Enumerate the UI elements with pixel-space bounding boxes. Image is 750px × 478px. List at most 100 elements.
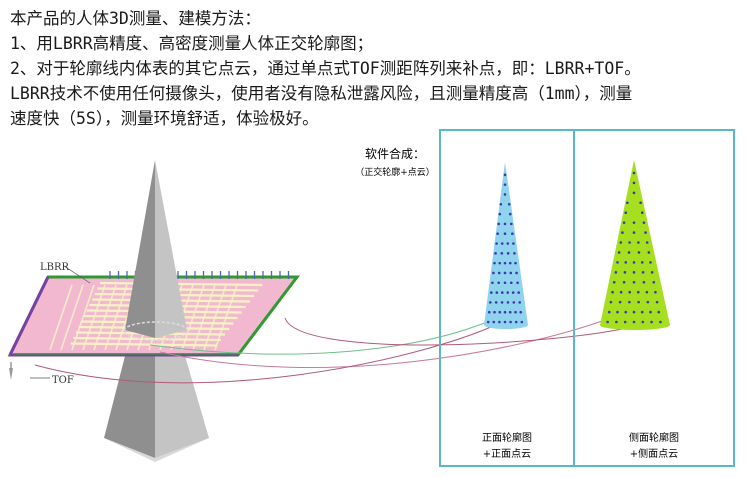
point-cloud-dot <box>503 173 507 177</box>
point-cloud-dot <box>607 310 611 314</box>
point-cloud-dot <box>500 252 504 255</box>
side-panel <box>573 129 735 467</box>
intro-heading: 本产品的人体3D测量、建模方法： <box>10 9 261 28</box>
point-cloud-dot <box>659 320 662 324</box>
point-cloud-dot <box>498 320 501 324</box>
body-cone-upper <box>123 160 189 341</box>
point-cloud-dot <box>621 231 624 234</box>
point-cloud-dot <box>509 271 513 275</box>
point-cloud-dot <box>628 290 632 294</box>
point-cloud-dot <box>506 252 510 255</box>
point-cloud-dot <box>622 280 626 284</box>
point-cloud-dot <box>615 320 618 324</box>
point-cloud-dot <box>495 291 499 294</box>
point-cloud-dot <box>616 261 619 264</box>
point-cloud-dot <box>508 212 512 216</box>
point-cloud-dot <box>637 300 640 304</box>
point-cloud-dot <box>492 271 495 275</box>
point-cloud-dot <box>498 261 502 265</box>
point-cloud-dot <box>640 211 644 214</box>
point-cloud-dot <box>514 320 518 324</box>
laser-stripe <box>192 284 216 351</box>
point-cloud-dot <box>623 271 627 274</box>
laser-stripe <box>70 342 217 347</box>
point-cloud-dot <box>649 261 652 264</box>
point-cloud-dot <box>514 310 517 314</box>
point-cloud-dot <box>503 183 507 186</box>
point-cloud-dot <box>497 222 501 226</box>
point-cloud-dot <box>500 291 504 294</box>
method-step-1: 1、用LBRR高精度、高密度测量人体正交轮廓图； <box>10 34 374 53</box>
point-cloud-dot <box>655 300 659 304</box>
point-cloud-dot <box>632 271 636 274</box>
point-cloud-dot <box>499 202 503 206</box>
point-cloud-dot <box>642 280 646 284</box>
point-cloud-dot <box>632 181 636 185</box>
point-cloud-dot <box>494 252 497 255</box>
point-cloud-dot <box>498 310 502 314</box>
point-cloud-dot <box>624 261 628 264</box>
point-cloud-dot <box>617 251 621 254</box>
point-cloud-dot <box>632 320 636 324</box>
side-panel-caption-1: 侧面轮廓图 <box>629 431 679 444</box>
point-cloud-dot <box>606 320 609 324</box>
point-cloud-dot <box>619 241 623 244</box>
point-cloud-dot <box>503 232 507 235</box>
point-cloud-dot <box>649 310 652 314</box>
point-cloud-dot <box>510 281 513 285</box>
point-cloud-dot <box>628 241 631 244</box>
point-cloud-dot <box>500 242 504 245</box>
point-cloud-dot <box>650 320 653 324</box>
laser-stripe <box>203 284 227 351</box>
point-cloud-dot <box>619 290 623 294</box>
point-cloud-dot <box>632 191 636 195</box>
point-cloud-dot <box>626 201 629 205</box>
laser-stripe <box>49 284 73 351</box>
point-cloud-dot <box>632 261 636 264</box>
point-cloud-dot <box>641 320 645 324</box>
point-cloud-dot <box>654 290 657 294</box>
point-cloud-dot <box>490 291 493 294</box>
point-cloud-dot <box>497 271 501 275</box>
point-cloud-dot <box>514 261 517 265</box>
point-cloud-dot <box>624 310 628 314</box>
point-cloud-dot <box>513 252 516 255</box>
laser-stripe <box>71 284 95 351</box>
laser-stripe <box>60 284 84 351</box>
point-cloud-dot <box>489 301 492 304</box>
point-cloud-dot <box>496 232 499 235</box>
point-cloud-dot <box>506 291 510 294</box>
point-cloud-dot <box>623 320 627 324</box>
point-cloud-dot <box>497 281 501 285</box>
point-cloud-dot <box>512 242 515 245</box>
point-cloud-dot <box>650 271 654 274</box>
description-line-1: LBRR技术不使用任何摄像头，使用者没有隐私泄露风险，且测量精度高（1mm），测… <box>10 84 633 103</box>
point-cloud-dot <box>500 301 504 304</box>
tof-label-group: TOF <box>9 362 74 386</box>
point-cloud-dot <box>498 212 502 216</box>
point-cloud-dot <box>632 280 636 284</box>
point-cloud-dot <box>518 301 521 304</box>
lbrr-label: LBRR <box>40 262 70 273</box>
point-cloud-dot <box>486 320 490 324</box>
point-cloud-dot <box>494 301 498 304</box>
point-cloud-dot <box>616 310 619 314</box>
front-panel-caption-2: +正面点云 <box>483 448 531 460</box>
point-cloud-dot <box>515 271 518 275</box>
method-step-2: 2、对于轮廓线内体表的其它点云，通过单点式TOF测距阵列来补点，即：LBRR+T… <box>10 59 641 78</box>
point-cloud-dot <box>636 290 640 294</box>
point-cloud-dot <box>618 300 622 304</box>
point-cloud-dot <box>624 211 628 214</box>
point-cloud-dot <box>628 300 631 304</box>
point-cloud-dot <box>491 281 494 285</box>
point-cloud-dot <box>507 202 511 206</box>
point-cloud-dot <box>637 241 640 244</box>
point-cloud-dot <box>516 281 519 285</box>
point-cloud-dot <box>639 201 642 205</box>
point-cloud-dot <box>503 261 507 265</box>
laser-stripe <box>100 281 263 287</box>
point-cloud-dot <box>509 320 512 324</box>
laser-stripe <box>82 284 106 351</box>
point-cloud-dot <box>508 310 512 314</box>
